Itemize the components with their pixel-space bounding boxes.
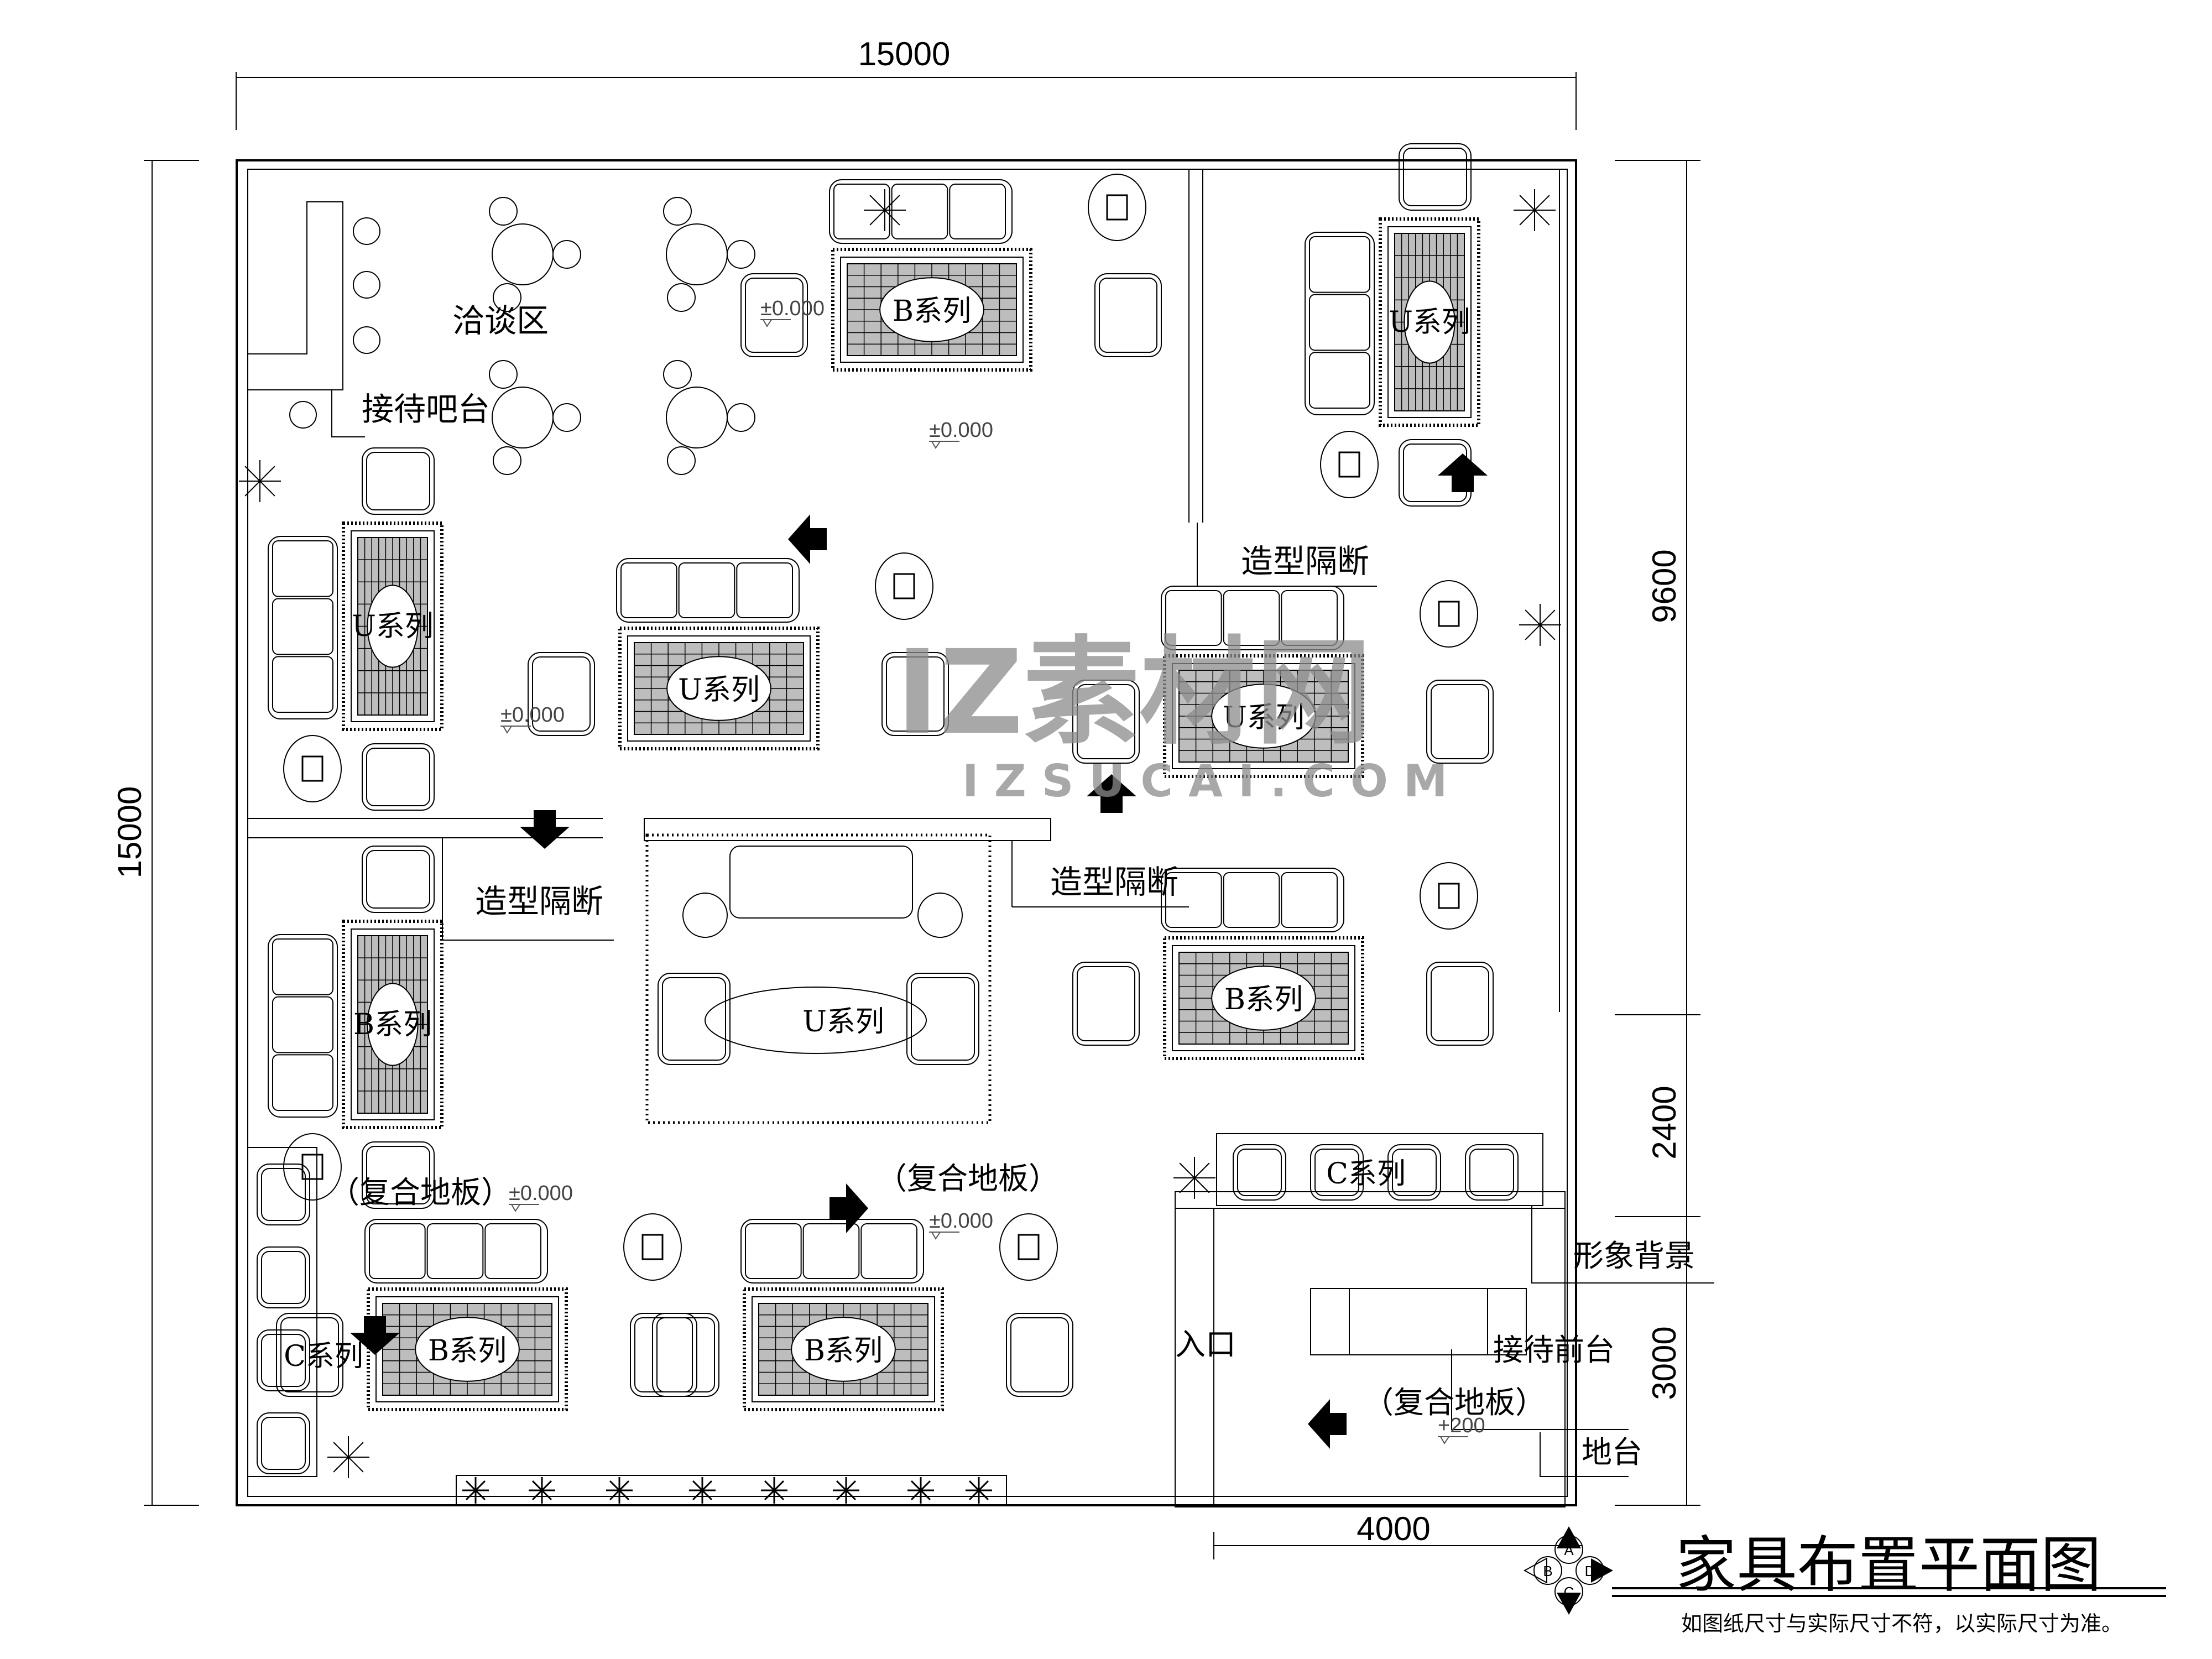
level-mark: ±0.000 (509, 1182, 573, 1212)
level-mark-text: ±0.000 (929, 419, 993, 442)
furniture-group-c-left: C系列 (257, 1164, 363, 1474)
plant-icon (1519, 604, 1561, 646)
round-table-set (489, 360, 581, 475)
furniture-group-b-left: B系列 (268, 846, 444, 1209)
furniture-group-u-right: U系列 (1072, 580, 1494, 778)
level-mark: ±0.000 (760, 297, 825, 327)
level-mark-text: +200 (1438, 1414, 1485, 1437)
level-mark-text: ±0.000 (500, 703, 565, 727)
zone-label-partition-top-right: 造型隔断 (1241, 542, 1369, 580)
dim-top: 15000 (858, 35, 951, 72)
zone-label-platform: 地台 (1582, 1434, 1642, 1470)
walls (236, 159, 1714, 1507)
zone-label-entrance: 入口 (1175, 1327, 1236, 1362)
furniture-group-b-bottom-2: B系列 (652, 1213, 1073, 1411)
direction-arrow-down-icon (520, 810, 570, 849)
furniture-layer: B系列 U系列 U系列 U系列 U系列 B系列 U系列 B系列 C系列 C系列 B系列 B系列 (239, 143, 1561, 1504)
zone-label-partition-center: 造型隔断 (1050, 863, 1178, 901)
compass-label-b: B (1543, 1563, 1552, 1579)
furniture-label-u-right: U系列 (1223, 701, 1305, 734)
watermark: IZ素材网 (896, 625, 1371, 760)
plant-icon (1173, 1157, 1215, 1199)
drawing-note: 如图纸尺寸与实际尺寸不符，以实际尺寸为准。 (1681, 1611, 2123, 1636)
furniture-label-b-top: B系列 (893, 295, 971, 328)
direction-arrow-up-icon (1438, 453, 1488, 492)
level-mark-text: ±0.000 (509, 1182, 573, 1205)
dim-right-middle: 2400 (1646, 1086, 1683, 1159)
furniture-group-u-left: U系列 (268, 447, 444, 811)
zone-label-floor-left: （复合地板） (329, 1175, 512, 1210)
direction-arrow-left-icon (788, 514, 827, 564)
direction-arrow-right-icon (830, 1183, 868, 1233)
level-mark: +200 (1438, 1414, 1485, 1444)
furniture-group-b-right: B系列 (1072, 862, 1494, 1060)
level-mark-text: ±0.000 (760, 297, 825, 320)
furniture-label-u-center: U系列 (678, 674, 760, 707)
planter-plant-icon (761, 1477, 787, 1504)
zone-label-floor-center: （复合地板） (877, 1161, 1059, 1196)
furniture-group-b-top: B系列 (740, 174, 1162, 372)
zone-label-partition-left: 造型隔断 (475, 883, 603, 920)
compass-label-d: D (1585, 1563, 1595, 1579)
planter-plant-icon (966, 1477, 992, 1504)
planter-plant-icon (529, 1477, 555, 1504)
title-underline (1612, 1587, 2166, 1589)
planter-plant-icon (689, 1477, 716, 1504)
furniture-label-u-top-right: U系列 (1389, 306, 1470, 339)
furniture-label-u-left: U系列 (352, 610, 434, 643)
furniture-label-b-bottom-2: B系列 (804, 1334, 883, 1368)
plant-icon (239, 460, 281, 502)
zone-label-negotiation: 洽谈区 (452, 302, 549, 340)
furniture-label-b-left: B系列 (353, 1008, 432, 1041)
title-underline-2 (1612, 1595, 2166, 1597)
zone-label-front-desk: 接待前台 (1493, 1332, 1615, 1368)
watermark-url: IZSUCAI.COM (962, 755, 1463, 807)
level-mark: ±0.000 (500, 703, 565, 734)
planter-plant-icon (833, 1477, 859, 1504)
direction-arrow-up-icon (1087, 774, 1136, 813)
furniture-group-u-top-right: U系列 (1305, 143, 1480, 507)
compass-label-a: A (1564, 1542, 1574, 1558)
dim-bottom: 4000 (1357, 1510, 1430, 1547)
furniture-label-b-right: B系列 (1224, 983, 1303, 1016)
bar-stool (353, 326, 380, 354)
dim-left: 15000 (111, 786, 148, 879)
zone-label-floor-entry: （复合地板） (1363, 1385, 1546, 1420)
compass-rose: A B C D (1523, 1526, 1613, 1615)
furniture-label-c-left: C系列 (284, 1340, 363, 1373)
planter-plant-icon (606, 1477, 633, 1504)
furniture-label-u-lounge: U系列 (802, 1005, 884, 1039)
furniture-group-c-right: C系列 (1233, 1144, 1519, 1201)
level-mark-text: ±0.000 (929, 1209, 993, 1233)
furniture-group-u-center: U系列 (528, 552, 949, 750)
furniture-group-b-bottom-1: B系列 (276, 1213, 697, 1411)
plant-icon (1514, 189, 1556, 231)
level-mark: ±0.000 (929, 419, 993, 449)
planter-plant-icon (462, 1477, 489, 1504)
furniture-group-u-lounge: U系列 (645, 833, 992, 1124)
level-mark: ±0.000 (929, 1209, 993, 1240)
furniture-label-b-bottom-1: B系列 (428, 1334, 507, 1368)
bar-stool (353, 217, 380, 245)
planter-plant-icon (907, 1477, 934, 1504)
direction-arrow-down-icon (350, 1316, 400, 1355)
plant-icon (327, 1436, 369, 1478)
furniture-label-c-right: C系列 (1326, 1157, 1406, 1191)
plant-icon (864, 189, 906, 231)
labels-layer: 洽谈区接待吧台造型隔断造型隔断造型隔断（复合地板）（复合地板）（复合地板）形象背… (329, 297, 1695, 1470)
bar-stool (353, 271, 380, 299)
round-table-set (663, 360, 755, 475)
zone-label-image-wall: 形象背景 (1573, 1238, 1695, 1274)
direction-arrow-left-icon (1308, 1399, 1347, 1449)
dim-right-lower: 3000 (1646, 1326, 1683, 1400)
round-table-set (663, 197, 755, 312)
drawing-title: 家具布置平面图 (1676, 1530, 2101, 1600)
bar-stool (289, 401, 317, 429)
round-table-set (489, 197, 581, 312)
compass-label-c: C (1564, 1584, 1574, 1600)
dimension-lines (144, 72, 1700, 1559)
zone-label-reception-bar: 接待吧台 (362, 390, 490, 428)
dim-right-upper: 9600 (1646, 549, 1683, 623)
